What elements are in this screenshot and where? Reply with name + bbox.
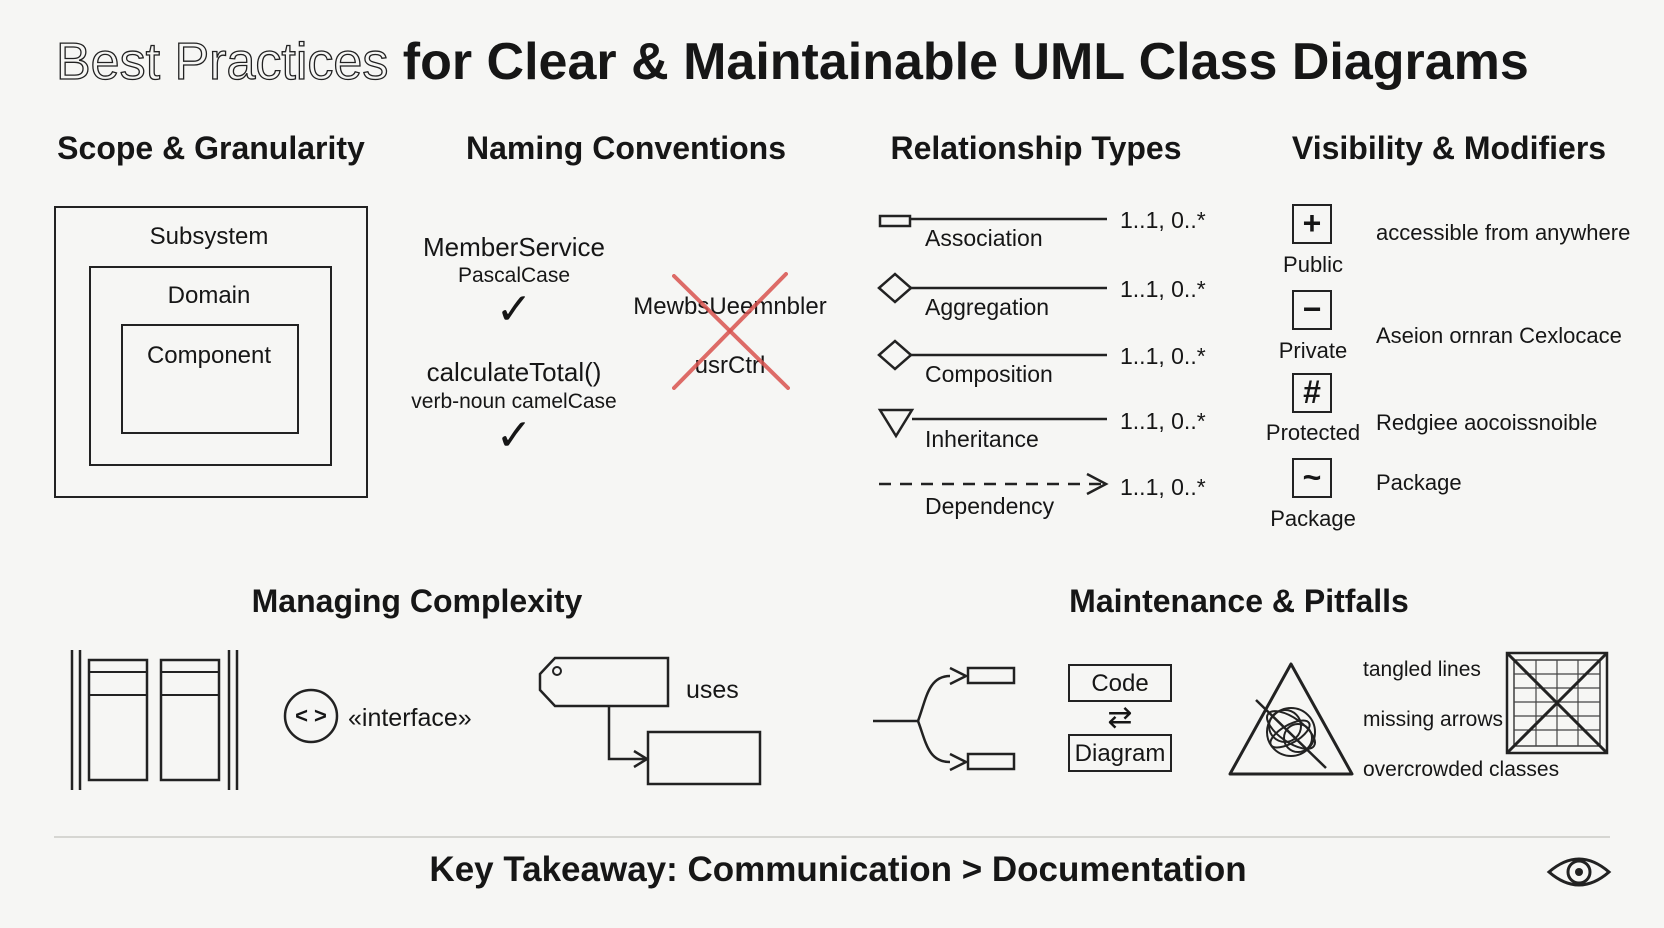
composition-label: Composition <box>925 361 1053 387</box>
association-multiplicity: 1..1, 0..* <box>1120 207 1206 233</box>
subsystem-label: Subsystem <box>149 223 269 250</box>
aggregation-label: Aggregation <box>925 294 1050 320</box>
title-outline-text: Best Practices <box>55 32 389 91</box>
private-label: Private <box>1278 338 1348 363</box>
composition-multiplicity: 1..1, 0..* <box>1120 343 1206 369</box>
bad-name-1: MewbsUeemnbler <box>633 293 827 320</box>
diagram-label: Diagram <box>1074 740 1166 767</box>
dependency-label: Dependency <box>925 493 1055 519</box>
public-desc: accessible from anywhere <box>1376 220 1631 245</box>
minus-icon: − <box>1292 290 1332 330</box>
good-name-2: calculateTotal() <box>426 357 602 387</box>
good-name-1: MemberService <box>422 232 606 262</box>
plus-icon: + <box>1292 204 1332 244</box>
interface-icon-glyph: < > <box>295 703 327 728</box>
good-rule-2: verb-noun camelCase <box>411 390 617 413</box>
pitfall-missing-arrows: missing arrows <box>1363 708 1504 731</box>
relationships-heading: Relationship Types <box>890 130 1182 166</box>
package-desc: Package <box>1376 470 1462 495</box>
check-icon: ✓ <box>495 285 533 334</box>
inheritance-label: Inheritance <box>925 426 1039 452</box>
code-box <box>1068 664 1172 702</box>
diagram-box <box>1068 734 1172 772</box>
inheritance-multiplicity: 1..1, 0..* <box>1120 408 1206 434</box>
private-desc: Aseion ornran Cexlocace <box>1376 323 1622 348</box>
maintenance-heading: Maintenance & Pitfalls <box>1069 583 1409 619</box>
hash-icon: # <box>1292 373 1332 413</box>
naming-heading: Naming Conventions <box>465 130 787 166</box>
key-takeaway: Key Takeaway: Communication > Documentat… <box>429 850 1247 889</box>
subsystem-box <box>54 206 368 498</box>
public-label: Public <box>1283 252 1343 277</box>
good-rule-1: PascalCase <box>457 264 571 287</box>
scope-heading: Scope & Granularity <box>57 130 365 166</box>
complexity-heading: Managing Complexity <box>251 583 583 619</box>
interface-label: «interface» <box>348 704 472 732</box>
code-label: Code <box>1091 670 1149 697</box>
pitfall-overcrowded-classes: overcrowded classes <box>1363 758 1560 781</box>
protected-desc: Redgiee aocoissnoible <box>1376 410 1598 435</box>
dependency-multiplicity: 1..1, 0..* <box>1120 474 1206 500</box>
visibility-heading: Visibility & Modifiers <box>1291 130 1607 166</box>
sync-arrows-icon: ⇄ <box>1107 701 1133 734</box>
association-label: Association <box>925 225 1043 251</box>
aggregation-multiplicity: 1..1, 0..* <box>1120 276 1206 302</box>
check-icon: ✓ <box>495 411 533 460</box>
page-title: Best Practices for Clear & Maintainable … <box>55 22 1616 102</box>
pitfall-tangled-lines: tangled lines <box>1363 658 1481 681</box>
protected-label: Protected <box>1265 420 1361 445</box>
domain-box <box>89 266 332 466</box>
footer-divider <box>54 836 1610 838</box>
title-bold-text: for Clear & Maintainable UML Class Diagr… <box>402 33 1529 91</box>
component-box <box>121 324 299 434</box>
component-label: Component <box>146 342 272 369</box>
package-label: Package <box>1270 506 1356 531</box>
uses-label: uses <box>686 676 739 704</box>
tilde-icon: ~ <box>1292 458 1332 498</box>
domain-label: Domain <box>167 282 251 309</box>
